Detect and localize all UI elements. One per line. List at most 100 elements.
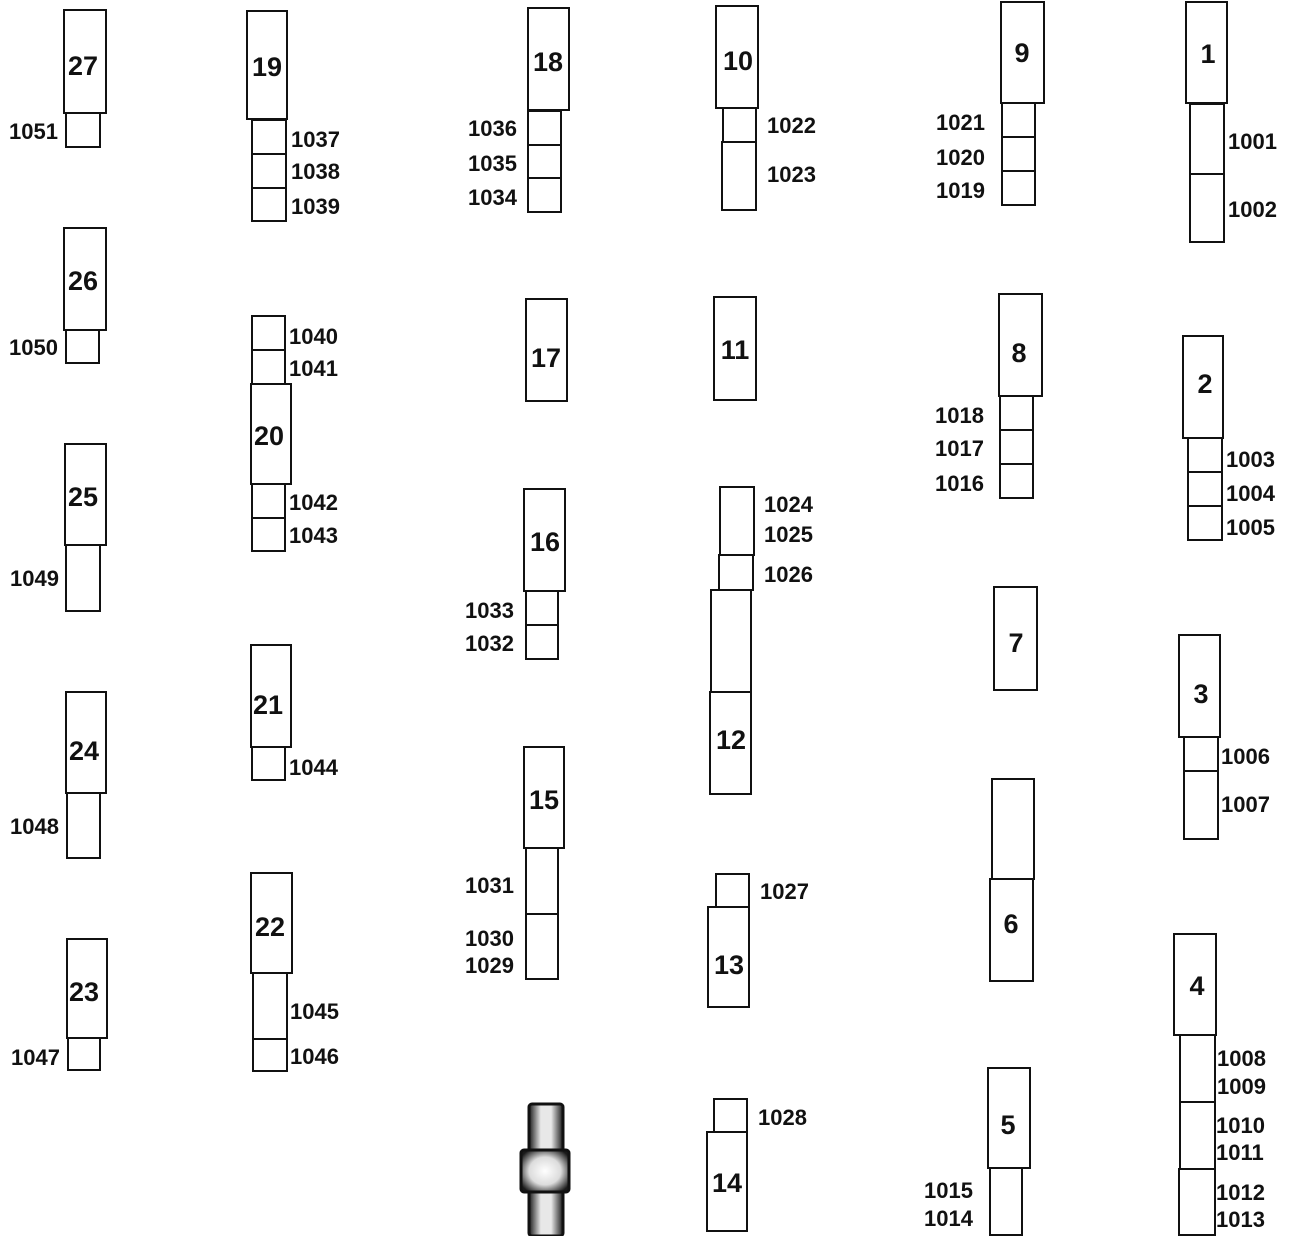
attachment-box bbox=[252, 188, 286, 221]
attachment-box bbox=[1188, 438, 1222, 472]
block-6: 6 bbox=[990, 879, 1033, 981]
block-7: 7 bbox=[994, 587, 1037, 690]
reference-label: 1050 bbox=[9, 335, 58, 360]
block-number: 22 bbox=[255, 912, 285, 942]
attachment-box bbox=[252, 350, 285, 384]
attachment-box bbox=[68, 1038, 100, 1070]
attachment-box bbox=[1188, 506, 1222, 540]
attachment-box bbox=[720, 487, 754, 555]
reference-label: 1004 bbox=[1226, 481, 1276, 506]
block-19: 19 bbox=[247, 11, 287, 119]
block-number: 26 bbox=[68, 266, 98, 296]
block-15: 15 bbox=[524, 747, 564, 848]
reference-label: 1009 bbox=[1217, 1074, 1266, 1099]
reference-label: 1030 bbox=[465, 926, 514, 951]
block-number: 21 bbox=[253, 690, 283, 720]
attachment-box bbox=[990, 1167, 1022, 1235]
block-number: 7 bbox=[1008, 628, 1023, 658]
reference-label: 1033 bbox=[465, 598, 514, 623]
reference-label: 1001 bbox=[1228, 129, 1277, 154]
attachment-box bbox=[1179, 1169, 1215, 1235]
attachment-box bbox=[992, 779, 1034, 879]
attachment-box bbox=[252, 518, 285, 551]
reference-label: 1048 bbox=[10, 814, 59, 839]
reference-label: 1024 bbox=[764, 492, 814, 517]
reference-label: 1019 bbox=[936, 178, 985, 203]
reference-label: 1041 bbox=[289, 356, 338, 381]
reference-label: 1021 bbox=[936, 110, 985, 135]
block-14: 14 bbox=[707, 1132, 747, 1231]
block-number: 5 bbox=[1000, 1110, 1015, 1140]
block-number: 3 bbox=[1193, 679, 1208, 709]
block-number: 10 bbox=[723, 46, 753, 76]
reference-label: 1029 bbox=[465, 953, 514, 978]
attachment-box bbox=[66, 113, 100, 147]
attachment-box bbox=[1190, 104, 1224, 174]
reference-label: 1028 bbox=[758, 1105, 807, 1130]
block-8: 8 bbox=[999, 294, 1042, 396]
reference-label: 1034 bbox=[468, 185, 518, 210]
block-21: 21 bbox=[251, 645, 291, 747]
attachment-box bbox=[67, 792, 100, 858]
block-number: 1 bbox=[1200, 39, 1215, 69]
block-16: 16 bbox=[524, 489, 565, 591]
block-22: 22 bbox=[251, 873, 292, 973]
attachment-box bbox=[252, 747, 285, 780]
block-number: 13 bbox=[714, 950, 744, 980]
attachment-box bbox=[66, 545, 100, 611]
block-25: 25 bbox=[65, 444, 106, 545]
reference-label: 1003 bbox=[1226, 447, 1275, 472]
reference-label: 1032 bbox=[465, 631, 514, 656]
block-number: 20 bbox=[254, 421, 284, 451]
reference-label: 1037 bbox=[291, 127, 340, 152]
reference-label: 1014 bbox=[924, 1206, 974, 1231]
block-10: 10 bbox=[716, 6, 758, 108]
attachment-box bbox=[526, 914, 558, 979]
reference-label: 1023 bbox=[767, 162, 816, 187]
reference-label: 1002 bbox=[1228, 197, 1277, 222]
attachment-box bbox=[526, 625, 558, 659]
block-number: 24 bbox=[69, 736, 99, 766]
attachment-box bbox=[1190, 174, 1224, 242]
block-number: 11 bbox=[721, 335, 750, 365]
attachment-box bbox=[252, 120, 286, 154]
attachment-box bbox=[1000, 464, 1033, 498]
block-12: 12 bbox=[710, 692, 751, 794]
block-24: 24 bbox=[66, 692, 106, 793]
block-number: 23 bbox=[69, 977, 99, 1007]
block-number: 8 bbox=[1011, 338, 1026, 368]
block-4: 4 bbox=[1174, 934, 1216, 1035]
attachment-box bbox=[526, 848, 558, 914]
reference-label: 1013 bbox=[1216, 1207, 1265, 1232]
block-13: 13 bbox=[708, 907, 749, 1007]
block-23: 23 bbox=[67, 939, 107, 1038]
attachment-box bbox=[1002, 137, 1035, 171]
reference-label: 1016 bbox=[935, 471, 984, 496]
attachment-box bbox=[714, 1099, 747, 1133]
reference-label: 1027 bbox=[760, 879, 809, 904]
reference-label: 1015 bbox=[924, 1178, 973, 1203]
attachment-box bbox=[719, 555, 753, 590]
block-number: 27 bbox=[68, 51, 98, 81]
block-9: 9 bbox=[1001, 2, 1044, 103]
attachment-box bbox=[66, 329, 99, 363]
reference-label: 1043 bbox=[289, 523, 338, 548]
attachment-box bbox=[528, 145, 561, 179]
attachment-box bbox=[1188, 472, 1222, 506]
reference-label: 1031 bbox=[465, 873, 514, 898]
reference-label: 1047 bbox=[11, 1045, 60, 1070]
reference-label: 1020 bbox=[936, 145, 985, 170]
attachment-box bbox=[252, 484, 285, 518]
block-11: 11 bbox=[714, 297, 756, 400]
block-5: 5 bbox=[988, 1068, 1030, 1168]
reference-label: 1025 bbox=[764, 522, 813, 547]
block-3: 3 bbox=[1179, 635, 1220, 737]
attachment-box bbox=[711, 590, 751, 692]
reference-label: 1038 bbox=[291, 159, 340, 184]
block-18: 18 bbox=[528, 8, 569, 110]
block-17: 17 bbox=[526, 299, 567, 401]
attachment-box bbox=[1180, 1102, 1215, 1169]
reference-label: 1040 bbox=[289, 324, 338, 349]
reference-label: 1046 bbox=[290, 1044, 339, 1069]
